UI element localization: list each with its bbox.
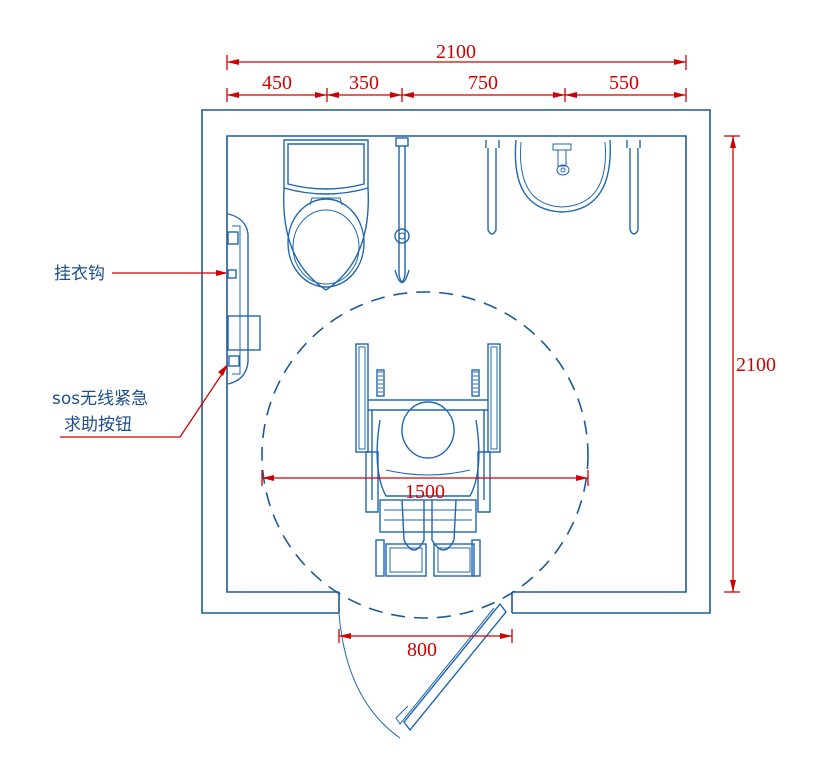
wall-grab-bar (227, 213, 261, 385)
label-coat-hook: 挂衣钩 (54, 264, 105, 284)
label-sos-line1: sos无线紧急 (52, 389, 148, 409)
dimension-overall-width: 2100 (226, 41, 687, 70)
dimension-label-door-width: 800 (407, 639, 437, 661)
dimension-label-segment-1: 450 (262, 72, 292, 94)
dimension-label-segment-3: 750 (468, 72, 498, 94)
label-sos-line2: 求助按钮 (64, 415, 132, 435)
dimension-label-overall-width: 2100 (436, 41, 476, 63)
dimension-label-segment-2: 350 (349, 72, 379, 94)
dimension-label-turning-circle: 1500 (405, 481, 445, 503)
dimension-label-overall-height: 2100 (736, 354, 776, 376)
sos-button (228, 355, 240, 367)
wheelchair-user (355, 343, 501, 577)
leader-coat-hook: 挂衣钩 (54, 264, 228, 284)
room-walls (201, 109, 711, 614)
leader-sos-button: sos无线紧急 求助按钮 (52, 364, 228, 438)
dimension-turning-circle: 1500 (261, 470, 589, 503)
toilet (282, 139, 370, 291)
toilet-grab-bar (394, 137, 410, 284)
dimension-segments: 450 350 750 550 (226, 72, 687, 102)
dimension-overall-height: 2100 (724, 135, 776, 593)
door (338, 602, 507, 739)
dimension-door-width: 800 (338, 629, 513, 661)
turning-circle (261, 291, 589, 619)
washbasin (485, 139, 641, 235)
dimension-label-segment-4: 550 (609, 72, 639, 94)
coat-hook (227, 269, 237, 279)
